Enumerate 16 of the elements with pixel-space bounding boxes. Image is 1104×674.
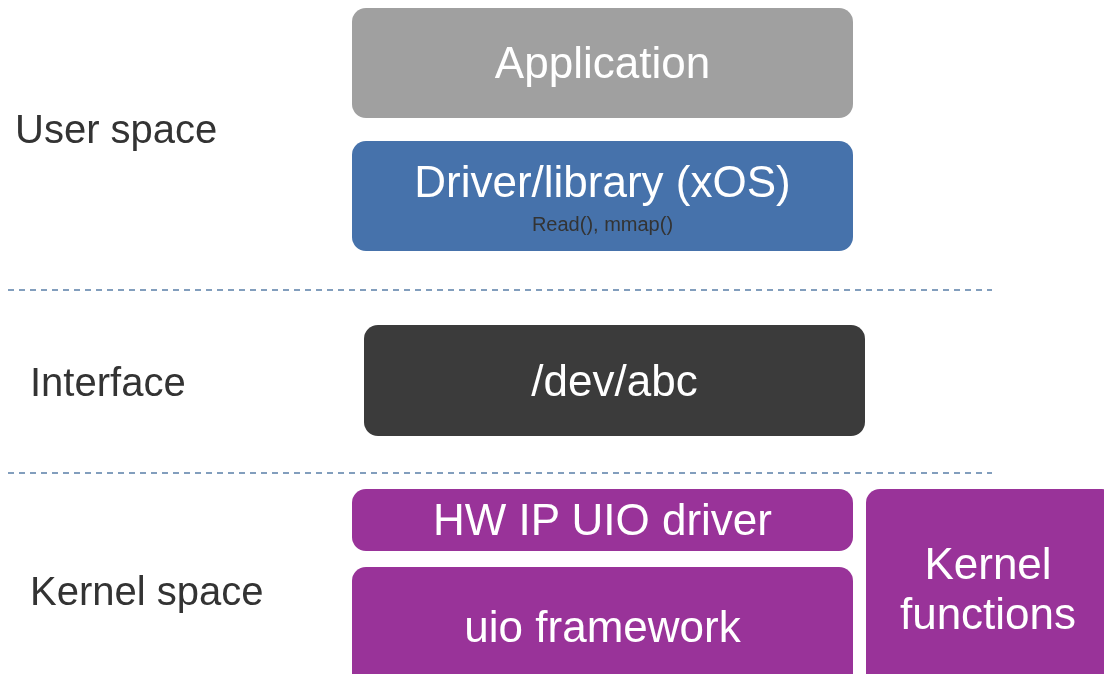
function-list: Read(), mmap() (531, 212, 674, 236)
layer-box (352, 141, 853, 251)
layer-box (352, 8, 853, 118)
layer-box (352, 489, 853, 551)
layer-title: uio framework (464, 602, 741, 652)
layer-title: HW IP UIO driver (433, 495, 772, 545)
layer-title: /dev/abc (531, 355, 698, 406)
layer-box (364, 325, 865, 436)
layer-box (866, 489, 1104, 674)
layer-name: Kernel space (30, 569, 264, 614)
layer-box (352, 567, 853, 674)
layer-title: Kernel functions (898, 539, 1078, 639)
layer-name: User space (15, 107, 218, 152)
layer-name: Interface (30, 360, 186, 405)
layer-title: Driver/library (xOS) (414, 156, 791, 207)
layer-title: Application (494, 38, 711, 88)
